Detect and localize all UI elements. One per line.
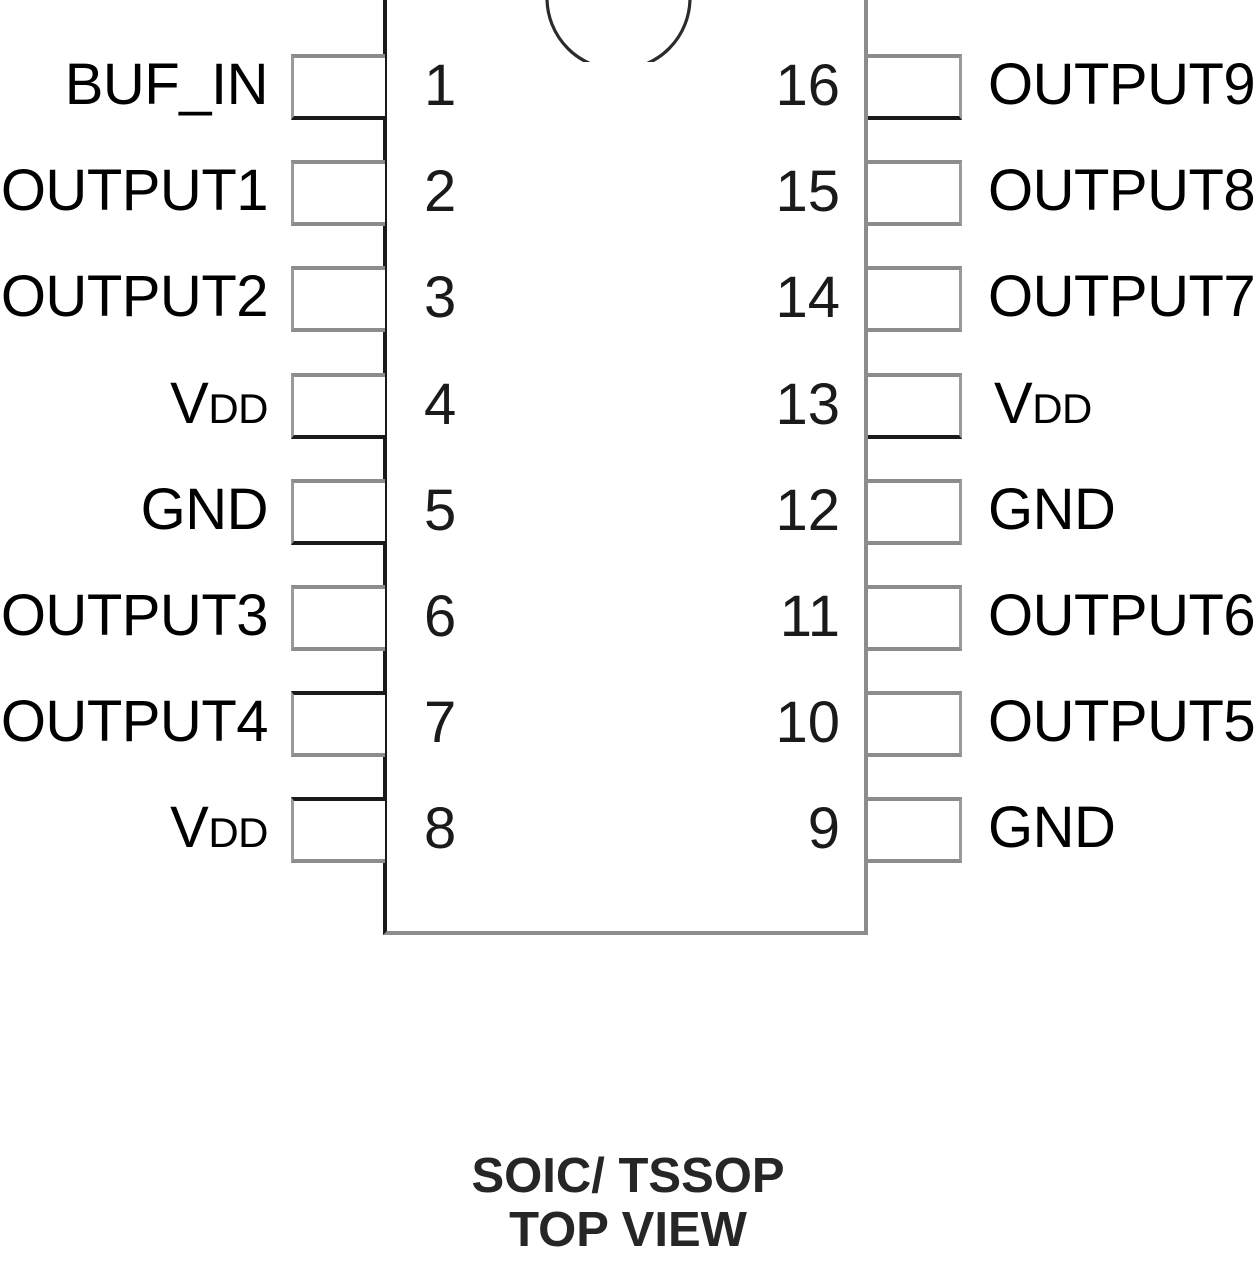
- pin-number-14: 14: [775, 265, 840, 331]
- package-caption-line1: SOIC/ TSSOP: [471, 1149, 785, 1203]
- pin-number-2: 2: [424, 159, 457, 225]
- pin-label-1: BUF_IN: [64, 52, 269, 117]
- pin-box-8[interactable]: [291, 797, 385, 864]
- pin-label-3: OUTPUT2: [0, 264, 269, 330]
- pin-number-10: 10: [775, 690, 840, 756]
- pin-box-6[interactable]: [291, 585, 385, 651]
- pin-number-8: 8: [424, 796, 457, 862]
- pin-number-4: 4: [424, 371, 457, 437]
- pin-number-1: 1: [424, 53, 457, 118]
- package-caption-line2: TOP VIEW: [509, 1203, 747, 1257]
- pin-box-5[interactable]: [291, 478, 385, 545]
- pin-box-10[interactable]: [868, 691, 962, 758]
- pin-number-12: 12: [775, 477, 840, 543]
- pin-label-16: OUTPUT9: [988, 52, 1256, 117]
- pin-box-7[interactable]: [291, 691, 385, 758]
- pin-label-4: VDD: [170, 370, 268, 436]
- pin-label-14: OUTPUT7: [988, 264, 1256, 330]
- pin-label-2: OUTPUT1: [0, 158, 269, 224]
- pin-number-15: 15: [775, 159, 840, 225]
- pin-label-10: OUTPUT5: [988, 689, 1256, 755]
- pin-number-9: 9: [807, 796, 840, 862]
- pin-box-3[interactable]: [291, 266, 385, 333]
- pin-label-9: GND: [988, 795, 1116, 861]
- pin-label-8: VDD: [170, 795, 268, 861]
- pin-label-13: VDD: [994, 370, 1092, 436]
- pin-box-15[interactable]: [868, 160, 962, 227]
- pin-label-7: OUTPUT4: [0, 689, 269, 755]
- pin-number-13: 13: [775, 371, 840, 437]
- pin-number-5: 5: [424, 477, 457, 543]
- pin-box-2[interactable]: [291, 160, 385, 227]
- pin-box-16[interactable]: [868, 54, 962, 120]
- pin-box-1[interactable]: [291, 54, 385, 120]
- pin-box-9[interactable]: [868, 797, 962, 864]
- pin-number-16: 16: [775, 53, 840, 118]
- pin-number-6: 6: [424, 584, 457, 649]
- pin-box-14[interactable]: [868, 266, 962, 333]
- pin-number-7: 7: [424, 690, 457, 756]
- pin-number-11: 11: [779, 584, 840, 649]
- pin-number-3: 3: [424, 265, 457, 331]
- pin-label-11: OUTPUT6: [988, 583, 1256, 648]
- pin-box-4[interactable]: [291, 372, 385, 439]
- pin-box-11[interactable]: [868, 585, 962, 651]
- pin-label-12: GND: [988, 476, 1116, 542]
- pin-label-5: GND: [140, 476, 269, 542]
- chip-body-outline: [383, 0, 868, 935]
- pin-label-6: OUTPUT3: [0, 583, 269, 648]
- pin-box-12[interactable]: [868, 478, 962, 545]
- pin-box-13[interactable]: [868, 372, 962, 439]
- pin-label-15: OUTPUT8: [988, 158, 1256, 224]
